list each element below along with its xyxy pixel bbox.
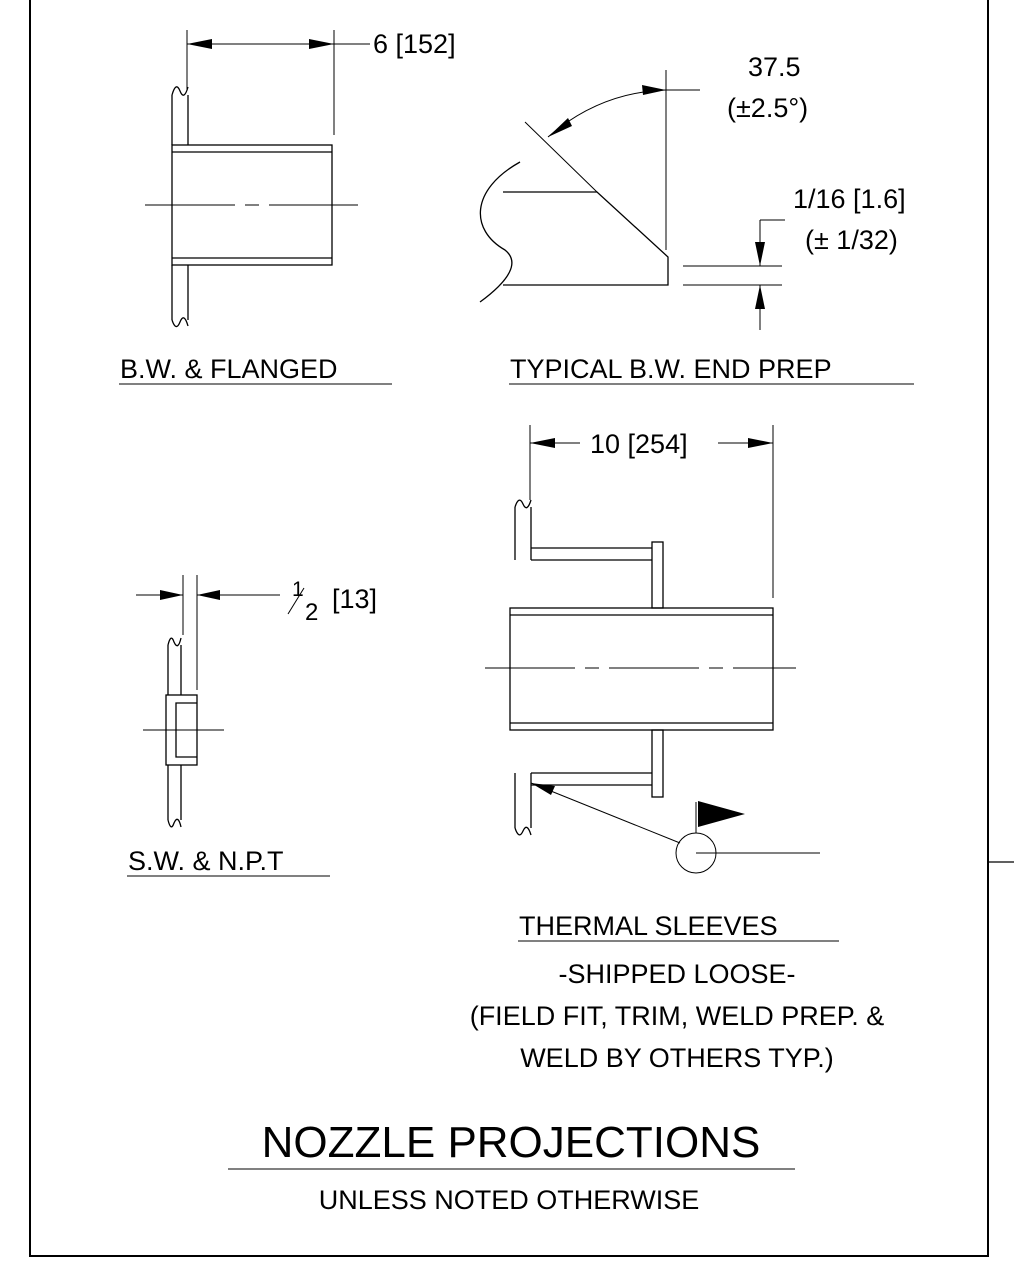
end-prep-view: 37.5 (±2.5°) 1/16 [1.6] (± 1/32) TYPICAL…: [479, 52, 914, 385]
field-note-line2: WELD BY OTHERS TYP.): [520, 1043, 834, 1073]
drawing-subtitle: UNLESS NOTED OTHERWISE: [319, 1185, 700, 1215]
bw-projection-dim: 6 [152]: [373, 29, 456, 59]
field-note-line1: (FIELD FIT, TRIM, WELD PREP. &: [470, 1001, 885, 1031]
bevel-angle-dim: 37.5: [748, 52, 801, 82]
title-block: NOZZLE PROJECTIONS UNLESS NOTED OTHERWIS…: [228, 1118, 795, 1215]
bw-flanged-view: 6 [152] B.W. & FLANGED: [119, 29, 456, 385]
sw-npt-label: S.W. & N.P.T: [128, 846, 284, 876]
sw-npt-view: 1 2 [13] S.W. & N.P.T: [127, 575, 377, 877]
sw-fraction-den: 2: [305, 599, 318, 626]
thermal-projection-dim: 10 [254]: [590, 429, 688, 459]
end-prep-label: TYPICAL B.W. END PREP: [510, 354, 832, 384]
sw-fraction-num: 1: [292, 578, 304, 601]
sheet-border: [29, 0, 1014, 1257]
sw-mm-dim: [13]: [332, 584, 377, 614]
land-tolerance-dim: (± 1/32): [805, 225, 898, 255]
land-dim: 1/16 [1.6]: [793, 184, 906, 214]
drawing-title: NOZZLE PROJECTIONS: [262, 1118, 761, 1167]
bevel-tolerance-dim: (±2.5°): [727, 93, 808, 123]
thermal-sleeves-label: THERMAL SLEEVES: [519, 911, 778, 941]
thermal-sleeve-view: 10 [254] THERMAL SLEEVES -SHIPPED LOOSE-…: [470, 425, 885, 1073]
shipped-loose-note: -SHIPPED LOOSE-: [558, 959, 795, 989]
bw-flanged-label: B.W. & FLANGED: [120, 354, 338, 384]
